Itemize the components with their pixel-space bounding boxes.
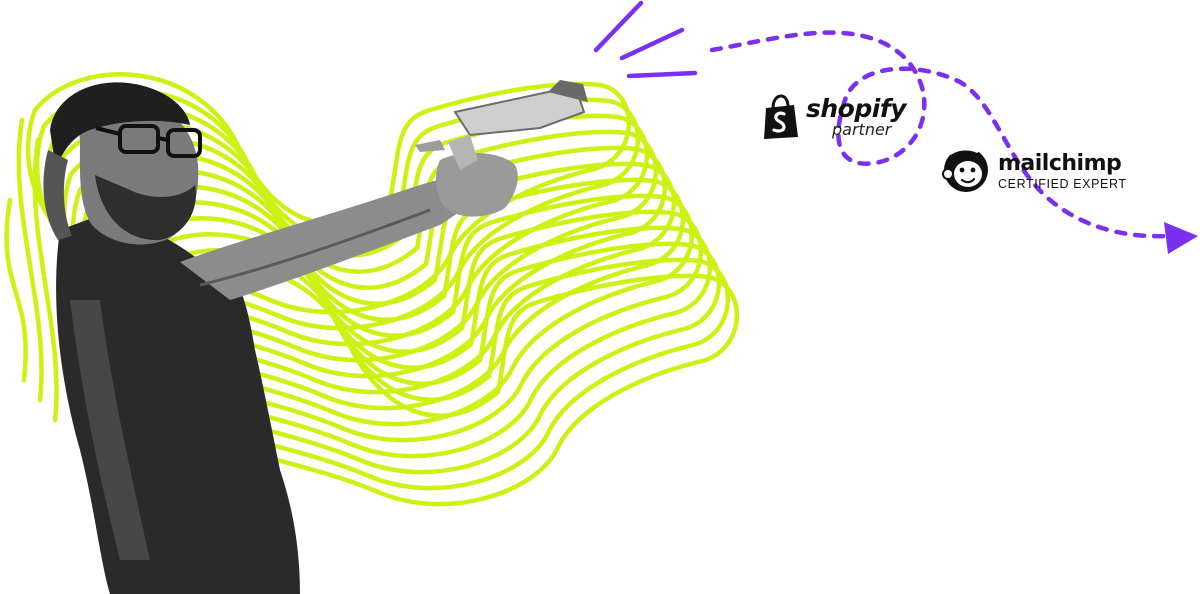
scribble-stroke	[4, 197, 28, 383]
scribble-stroke	[16, 117, 44, 403]
person-photo	[43, 80, 588, 594]
mailchimp-expert-badge: mailchimp CERTIFIED EXPERT	[940, 146, 1127, 198]
mailchimp-certified-label: CERTIFIED EXPERT	[998, 177, 1127, 192]
shopping-bag-icon	[764, 94, 798, 139]
shopify-partner-badge: shopify partner	[760, 94, 907, 140]
shopify-partner-label: partner	[832, 120, 892, 139]
scribble-stroke	[32, 137, 59, 423]
megaphone-burst-lines	[593, 0, 698, 79]
chimp-head-icon	[942, 148, 988, 192]
scribble-loop	[124, 248, 731, 491]
scribble-loop	[133, 264, 740, 507]
dotted-arrow	[709, 30, 1198, 254]
mailchimp-wordmark: mailchimp	[998, 151, 1122, 177]
shopify-wordmark: shopify	[806, 94, 907, 123]
